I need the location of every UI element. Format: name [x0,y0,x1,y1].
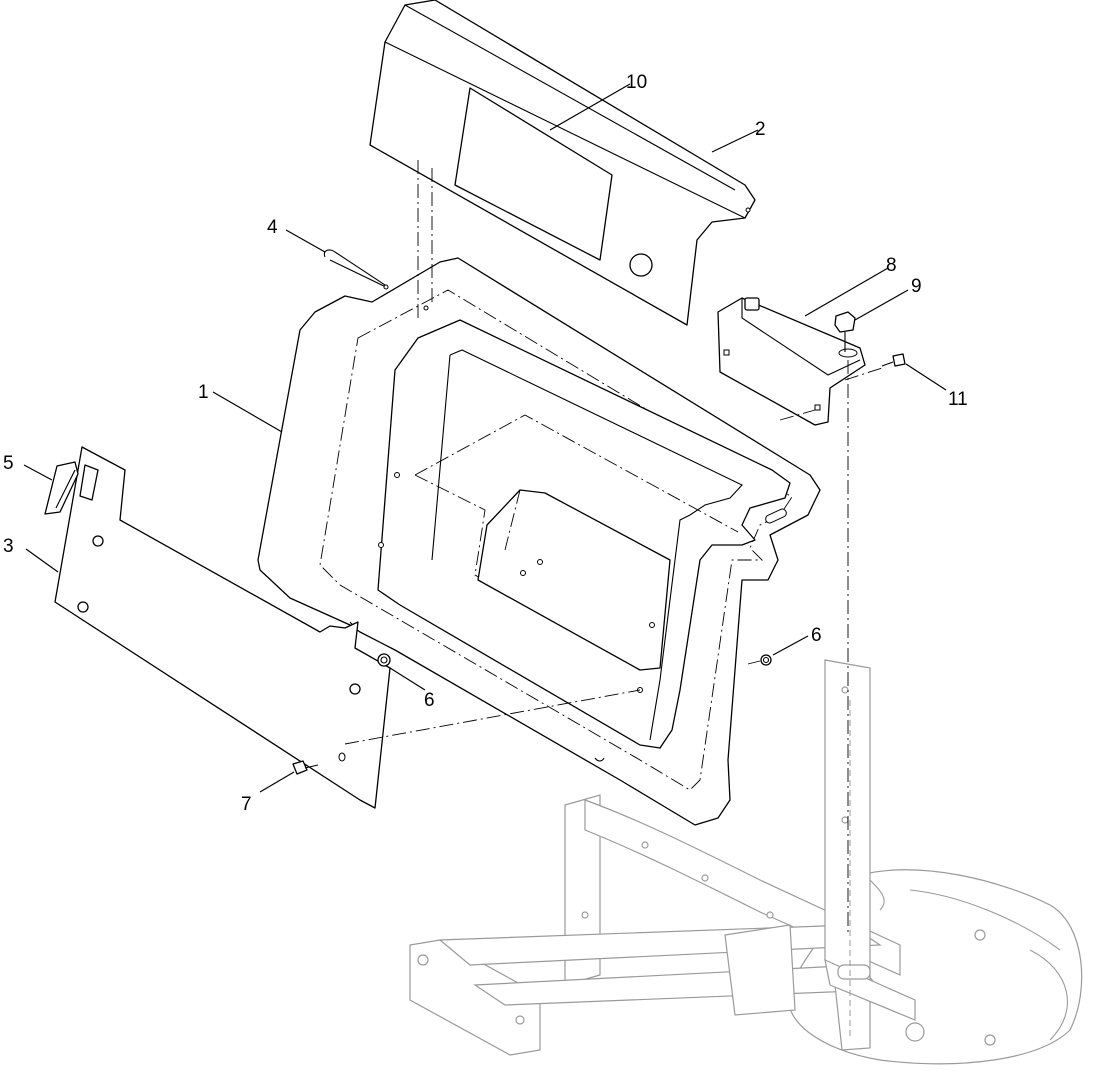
callout-10: 10 [626,72,647,93]
nut-left [377,653,391,667]
callout-8: 8 [886,255,897,276]
hook-rod [323,249,389,290]
callout-6-right: 6 [811,625,822,646]
bolt-lower [292,760,319,775]
leader-lines [23,83,947,793]
callout-4: 4 [267,217,278,238]
top-cover [369,0,756,326]
assembly-lines [344,160,883,935]
callout-9: 9 [911,276,922,297]
side-bracket [54,446,391,809]
callout-6-left: 6 [424,690,435,711]
bolt [834,311,856,352]
screw [881,353,906,367]
console-panel [257,257,821,826]
callout-1: 1 [198,382,209,403]
frame-assembly [409,659,1083,1065]
callout-7: 7 [241,794,252,815]
callout-5: 5 [3,453,14,474]
callout-2: 2 [755,119,766,140]
callout-3: 3 [3,536,14,557]
nut-right [760,654,772,666]
mount-bracket [717,297,866,426]
callout-11: 11 [948,389,968,410]
callout-labels: 1 10 2 3 4 5 6 6 7 8 9 11 [3,72,968,815]
clip [44,461,79,515]
